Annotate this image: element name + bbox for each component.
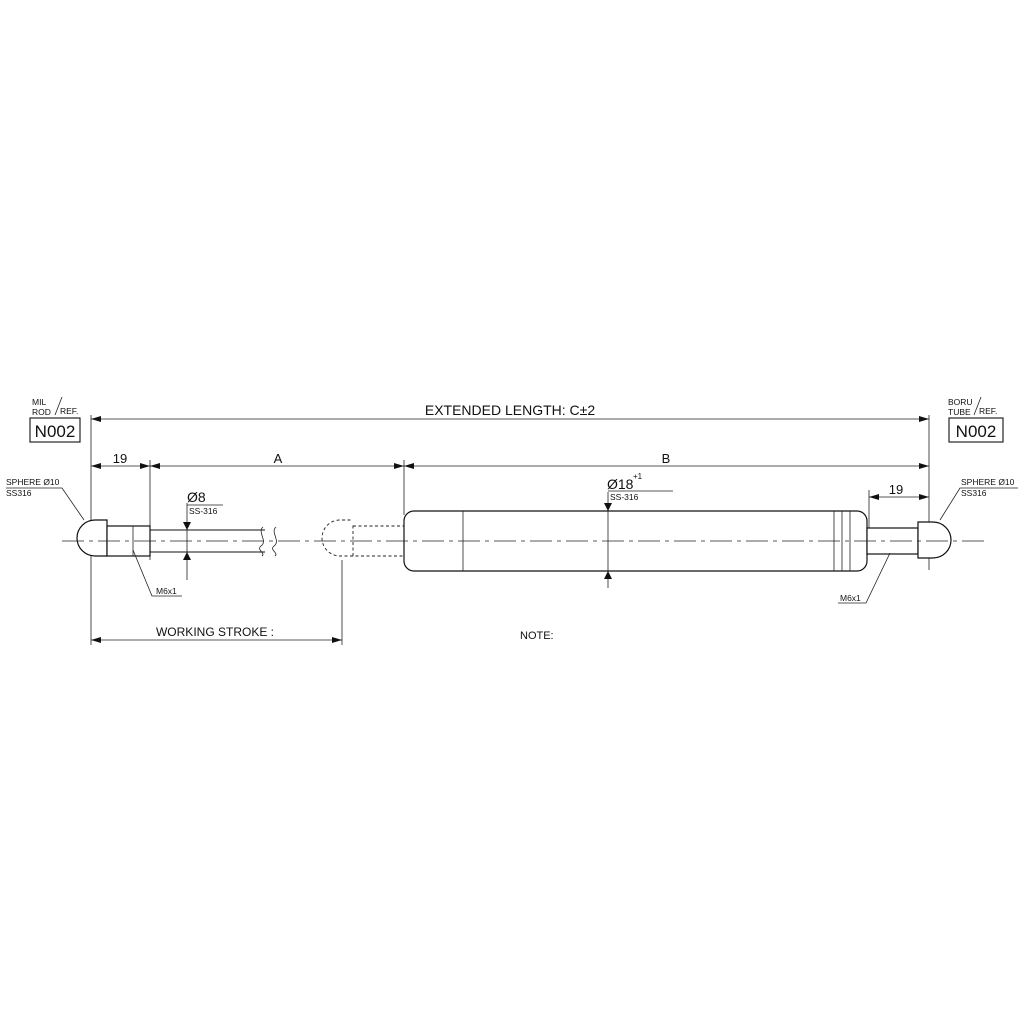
- sphere-left-material: SS316: [6, 488, 32, 498]
- ref-tube-slash: [973, 396, 982, 416]
- working-stroke-label: WORKING STROKE :: [156, 625, 274, 639]
- tube-tol-label: +1: [633, 472, 643, 481]
- rod-body: [150, 529, 265, 553]
- sphere-right: [917, 521, 952, 559]
- dimension-a: A: [150, 451, 404, 469]
- dim-a-label: A: [274, 451, 283, 466]
- dim-b-label: B: [662, 451, 671, 466]
- ref-rod-code: N002: [35, 422, 76, 441]
- rod-break-left: [259, 526, 264, 557]
- dim-19-left-label: 19: [113, 451, 127, 466]
- callout-thread-left: M6x1: [132, 549, 182, 597]
- dimension-working-stroke: WORKING STROKE :: [91, 625, 342, 643]
- ref-rod-line1: MIL: [32, 397, 46, 407]
- rod-material-label: SS-316: [189, 506, 218, 516]
- ref-box-tube: BORU TUBE REF. N002: [948, 396, 1004, 443]
- sphere-retracted-hidden: [321, 519, 353, 557]
- ref-tube-ref: REF.: [979, 406, 997, 416]
- note-label: NOTE:: [520, 630, 554, 642]
- ref-rod-code-box: [29, 417, 81, 443]
- extended-length-label: EXTENDED LENGTH: C±2: [425, 402, 595, 418]
- callout-sphere-right: SPHERE Ø10 SS316: [939, 477, 1018, 521]
- ref-tube-code: N002: [956, 422, 997, 441]
- ref-tube-line2: TUBE: [948, 407, 971, 417]
- sphere-right-material: SS316: [961, 488, 987, 498]
- dimension-19-right: 19: [869, 482, 929, 500]
- dimension-b: B: [404, 451, 929, 469]
- ref-tube-line1: BORU: [948, 397, 973, 407]
- sphere-left-label: SPHERE Ø10: [6, 477, 60, 487]
- ref-rod-line2: ROD: [32, 407, 51, 417]
- tube-material-label: SS-316: [610, 492, 639, 502]
- rod-assembly: Ø8 SS-316: [76, 489, 405, 580]
- ref-box-rod: MIL ROD REF. N002: [29, 396, 81, 443]
- ref-tube-code-box: [948, 417, 1004, 443]
- sphere-right-label: SPHERE Ø10: [961, 477, 1015, 487]
- rod-dia-label: Ø8: [187, 489, 206, 505]
- dim-19-right-label: 19: [889, 482, 903, 497]
- tube-assembly: Ø18 +1 SS-316: [403, 472, 952, 588]
- dimension-extended-length: EXTENDED LENGTH: C±2: [91, 402, 929, 422]
- thread-right-label: M6x1: [840, 593, 861, 603]
- dimension-19-left: 19: [91, 451, 150, 469]
- tube-dia-label: Ø18: [607, 476, 634, 492]
- callout-thread-right: M6x1: [838, 552, 891, 604]
- ref-rod-slash: [54, 396, 63, 416]
- ref-rod-ref: REF.: [60, 406, 78, 416]
- sphere-left: [76, 519, 108, 557]
- callout-sphere-left: SPHERE Ø10 SS316: [6, 477, 85, 521]
- rod-break-right: [272, 526, 277, 557]
- thread-left-label: M6x1: [156, 586, 177, 596]
